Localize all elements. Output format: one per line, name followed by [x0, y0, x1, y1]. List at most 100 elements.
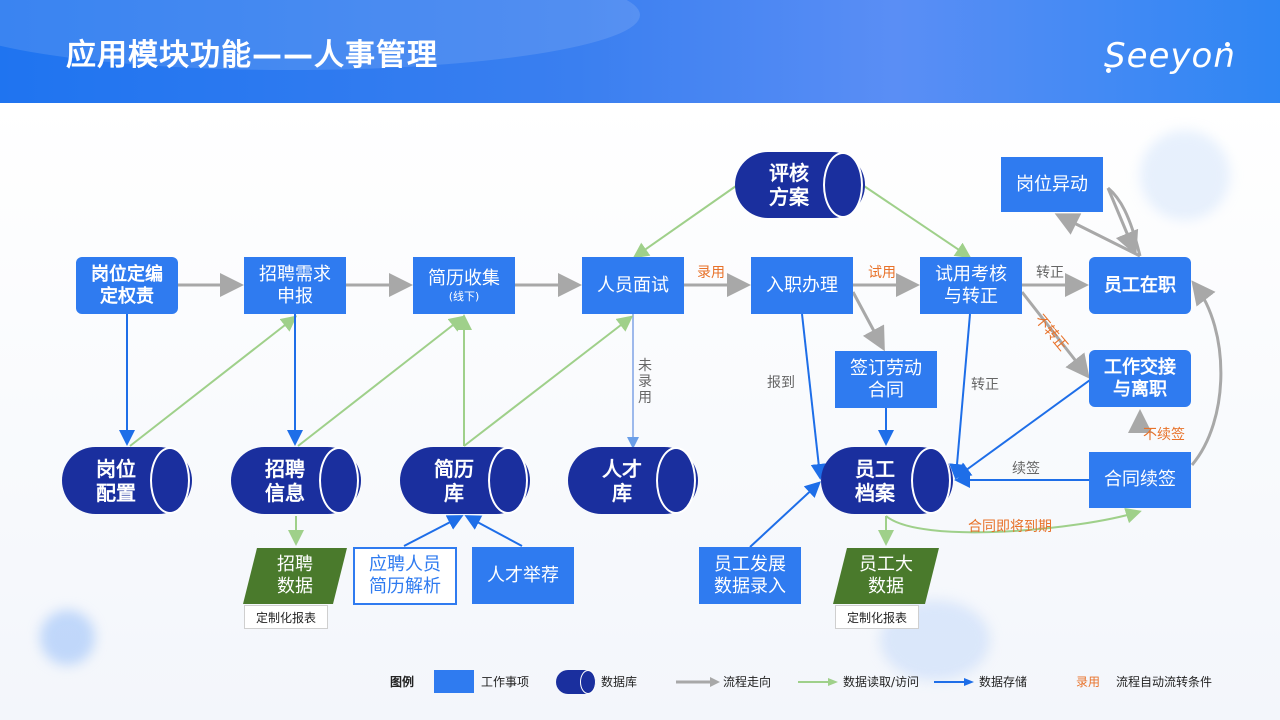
post-change-box[interactable]: 岗位异动	[1001, 157, 1103, 212]
flow-arrow	[1190, 280, 1223, 466]
talent-recommend-label: 人才举荐	[487, 564, 559, 586]
read-arrow	[863, 185, 972, 259]
store-arrow	[403, 515, 464, 547]
flow-arrow	[1106, 187, 1139, 256]
custom-report-2[interactable]: 定制化报表	[835, 605, 919, 629]
resume-db[interactable]: 简历 库	[400, 447, 530, 514]
handover-label: 工作交接 与离职	[1104, 356, 1176, 400]
post-config-db[interactable]: 岗位 配置	[62, 447, 192, 514]
eval-plan-label: 评核 方案	[769, 161, 809, 209]
staff-bigdata-report[interactable]: 员工大 数据	[833, 548, 939, 604]
post-config-label: 岗位 配置	[96, 456, 136, 505]
interview-box[interactable]: 人员面试	[582, 257, 684, 314]
recruit-request-label: 招聘需求 申报	[259, 263, 331, 307]
label-report-in: 报到	[767, 375, 795, 391]
contract-renew-label: 合同续签	[1104, 469, 1176, 490]
logo-dot	[1225, 42, 1230, 47]
decor-blob	[40, 610, 95, 665]
read-arrow	[632, 185, 737, 259]
db-cap	[823, 152, 863, 218]
db-cap	[488, 447, 528, 514]
legend-read-arrow	[798, 678, 838, 686]
read-arrow	[297, 315, 466, 447]
page-title: 应用模块功能——人事管理	[66, 38, 438, 73]
label-to-regular: 转正	[1036, 265, 1064, 281]
label-probation: 试用	[868, 265, 896, 281]
db-cap	[319, 447, 359, 514]
eval-plan-db[interactable]: 评核 方案	[735, 152, 865, 218]
label-no-renew: 不续签	[1143, 427, 1185, 443]
db-cap	[656, 447, 696, 514]
legend-task: 工作事项	[481, 675, 530, 689]
handover-box[interactable]: 工作交接 与离职	[1089, 350, 1191, 407]
read-arrow	[885, 507, 1142, 534]
post-setup-label: 岗位定编 定权责	[91, 263, 163, 307]
store-arrow	[801, 313, 827, 480]
interview-label: 人员面试	[597, 274, 669, 296]
logo-dot	[1106, 68, 1111, 73]
custom-report-2-label: 定制化报表	[846, 610, 907, 625]
recruit-info-label: 招聘 信息	[265, 456, 305, 505]
probation-label: 试用考核 与转正	[935, 263, 1007, 307]
legend-task-swatch	[434, 670, 474, 693]
applicant-parse-label: 应聘人员 简历解析	[369, 554, 441, 597]
legend-flow-arrow	[676, 677, 720, 687]
legend-db-swatch	[556, 670, 596, 694]
employed-label: 员工在职	[1104, 274, 1176, 296]
post-setup-box[interactable]: 岗位定编 定权责	[76, 257, 178, 314]
recruit-data-report[interactable]: 招聘 数据	[243, 548, 347, 604]
legend-store-arrow	[934, 678, 974, 686]
store-arrow	[464, 515, 523, 547]
read-arrow	[463, 315, 634, 447]
legend-store: 数据存储	[979, 675, 1028, 689]
talent-recommend-box[interactable]: 人才举荐	[472, 547, 574, 604]
legend-condition-sample: 录用	[1076, 675, 1101, 689]
read-arrow	[129, 315, 298, 447]
dev-data-entry-box[interactable]: 员工发展 数据录入	[699, 547, 801, 604]
recruit-data-label: 招聘 数据	[277, 554, 313, 597]
talent-db[interactable]: 人才 库	[568, 447, 698, 514]
label-not-hired: 未 录 用	[638, 358, 652, 406]
legend-flow: 流程走向	[723, 675, 772, 689]
contract-renew-box[interactable]: 合同续签	[1089, 452, 1191, 508]
label-renew: 续签	[1012, 461, 1040, 477]
dev-data-entry-label: 员工发展 数据录入	[714, 553, 786, 597]
resume-db-label: 简历 库	[434, 456, 474, 505]
label-hired: 录用	[697, 265, 725, 281]
flow-arrow	[1020, 291, 1090, 379]
post-change-label: 岗位异动	[1016, 173, 1088, 195]
applicant-parse-box[interactable]: 应聘人员 简历解析	[353, 547, 457, 605]
resume-collect-sublabel: (线下)	[448, 289, 480, 303]
label-expiring: 合同即将到期	[968, 519, 1052, 535]
resume-collect-label: 简历收集	[428, 267, 500, 289]
staff-file-label: 员工 档案	[855, 456, 895, 505]
flow-arrow	[851, 291, 885, 352]
talent-db-label: 人才 库	[602, 456, 642, 505]
store-arrow	[949, 313, 971, 480]
onboarding-box[interactable]: 入职办理	[751, 257, 853, 314]
decor-blob	[1140, 130, 1230, 220]
legend-title: 图例	[390, 675, 415, 689]
probation-box[interactable]: 试用考核 与转正	[920, 257, 1022, 314]
resume-collect-box[interactable]: 简历收集(线下)	[413, 257, 515, 314]
contract-sign-box[interactable]: 签订劳动 合同	[835, 351, 937, 408]
legend-condition: 流程自动流转条件	[1116, 675, 1213, 689]
header-banner: 应用模块功能——人事管理 Seeyon	[0, 0, 1280, 103]
store-arrow	[954, 379, 1091, 479]
custom-report-1-label: 定制化报表	[255, 610, 316, 625]
contract-sign-label: 签订劳动 合同	[850, 357, 922, 401]
db-cap	[911, 447, 951, 514]
custom-report-1[interactable]: 定制化报表	[244, 605, 328, 629]
db-cap	[150, 447, 190, 514]
seeyon-logo: Seeyon	[1104, 36, 1236, 76]
onboarding-label: 入职办理	[766, 274, 838, 296]
recruit-info-db[interactable]: 招聘 信息	[231, 447, 361, 514]
staff-bigdata-label: 员工大 数据	[859, 554, 913, 597]
store-arrow	[749, 481, 821, 548]
recruit-request-box[interactable]: 招聘需求 申报	[244, 257, 346, 314]
legend-read: 数据读取/访问	[843, 675, 920, 689]
staff-file-db[interactable]: 员工 档案	[821, 447, 953, 514]
legend-database: 数据库	[601, 675, 638, 689]
employed-box[interactable]: 员工在职	[1089, 257, 1191, 314]
